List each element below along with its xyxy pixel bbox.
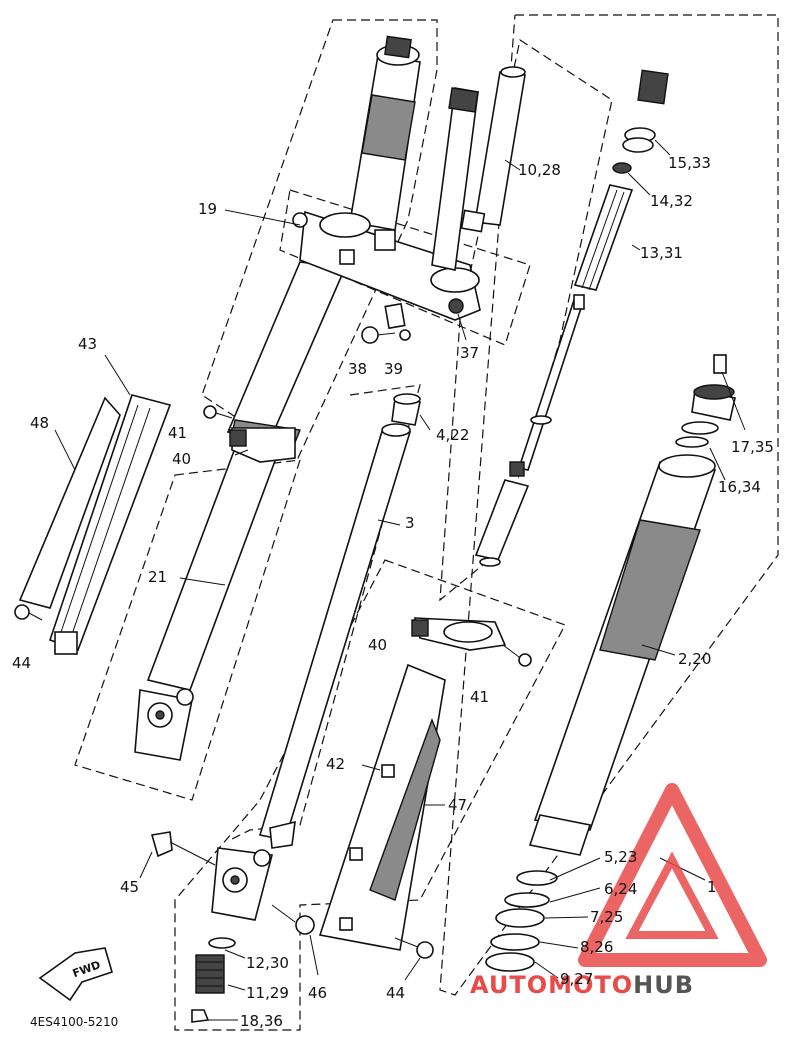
callout-c4: 4,22 <box>436 426 469 444</box>
callout-c38: 38 <box>348 360 367 378</box>
washer-39 <box>384 302 411 341</box>
right-bolt-44 <box>394 937 434 959</box>
group-boundary-right-outer <box>439 14 779 996</box>
callout-c17: 17,35 <box>731 438 774 456</box>
fork-guard-42 <box>318 663 446 951</box>
spring-15-33 <box>622 69 669 153</box>
collar-4-22 <box>391 393 421 426</box>
callout-c2: 2,20 <box>678 650 711 668</box>
callout-c1: 1 <box>707 878 717 896</box>
left-outer-tube <box>146 261 347 691</box>
callout-c44b: 44 <box>386 984 405 1002</box>
callout-c41b: 41 <box>470 688 489 706</box>
left-bolt-41 <box>203 405 233 419</box>
bolt-38 <box>361 326 396 344</box>
left-axle-bracket <box>134 688 194 761</box>
callout-c9: 9,27 <box>560 970 593 988</box>
o-ring-16-34 <box>675 421 719 448</box>
callout-c48: 48 <box>30 414 49 432</box>
number-plate-48 <box>18 396 121 609</box>
fork-guard-43 <box>48 394 172 655</box>
callout-c39: 39 <box>384 360 403 378</box>
callout-c45: 45 <box>120 878 139 896</box>
damper-tube-10-28 <box>460 66 526 233</box>
callout-c47: 47 <box>448 796 467 814</box>
damper-rod <box>474 294 585 567</box>
watermark-part-hub: HUB <box>633 971 694 999</box>
callout-c18: 18,36 <box>240 1012 283 1030</box>
washer-14-32 <box>612 162 632 174</box>
callout-c40a: 40 <box>172 450 191 468</box>
leader-lines <box>54 139 746 1021</box>
group-boundary-center-tube <box>229 384 421 841</box>
callout-c16: 16,34 <box>718 478 761 496</box>
group-boundary-upper-left <box>201 19 438 459</box>
callout-c7: 7,25 <box>590 908 623 926</box>
left-inner-tube <box>349 35 421 231</box>
callout-c42: 42 <box>326 755 345 773</box>
nut-18-36 <box>191 1009 210 1023</box>
watermark-logo <box>578 783 767 967</box>
fwd-arrow-icon: FWD <box>38 947 113 1002</box>
right-clamp-40 <box>411 617 507 651</box>
clip-45 <box>150 831 216 866</box>
group-boundary-lower-center <box>174 559 566 1031</box>
bolt-46 <box>271 904 315 935</box>
callout-labels: 1 2,20 3 4,22 5,23 6,24 7,25 8,26 9,27 10,28 11,29… <box>12 154 774 1030</box>
left-bolt-44 <box>14 604 43 621</box>
callout-c6: 6,24 <box>604 880 637 898</box>
callout-c44a: 44 <box>12 654 31 672</box>
cap-bolt-17-35 <box>691 354 736 421</box>
callout-c11: 11,29 <box>246 984 289 1002</box>
right-bolt-41 <box>502 644 532 667</box>
watermark-text: AUTOMOTOHUB <box>470 971 694 999</box>
diagram-code: 4ES4100-5210 <box>30 1015 118 1029</box>
washer-12-30 <box>208 937 236 949</box>
callout-c5: 5,23 <box>604 848 637 866</box>
callout-c13: 13,31 <box>640 244 683 262</box>
callout-c46: 46 <box>308 984 327 1002</box>
group-boundary-left-lower <box>74 459 301 801</box>
callout-c14: 14,32 <box>650 192 693 210</box>
spacer-13-31 <box>573 184 634 291</box>
watermark-part-moto: MOTO <box>548 971 633 999</box>
callout-c8: 8,26 <box>580 938 613 956</box>
spring-11-29 <box>195 954 225 994</box>
callout-c3: 3 <box>405 514 415 532</box>
callout-c12: 12,30 <box>246 954 289 972</box>
left-clamp-40 <box>229 427 296 463</box>
callout-c40b: 40 <box>368 636 387 654</box>
right-axle-bracket <box>211 820 296 921</box>
callout-c41a: 41 <box>168 424 187 442</box>
callout-c43: 43 <box>78 335 97 353</box>
callout-c37: 37 <box>460 344 479 362</box>
callout-c10: 10,28 <box>518 161 561 179</box>
callout-c15: 15,33 <box>668 154 711 172</box>
seal-stack <box>485 870 558 972</box>
callout-c19: 19 <box>198 200 217 218</box>
outer-tube-2-20 <box>528 454 717 856</box>
watermark-part-auto: AUTO <box>470 971 548 999</box>
steering-stem <box>431 87 479 271</box>
callout-c21: 21 <box>148 568 167 586</box>
